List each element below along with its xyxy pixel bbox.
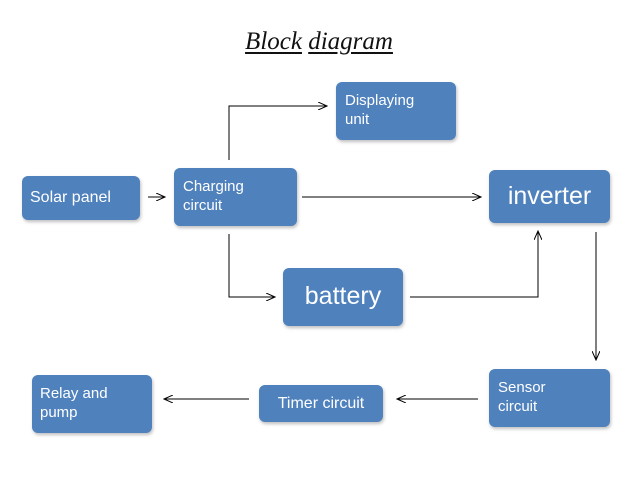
solar-panel-block: Solar panel [22,176,140,220]
battery-label: battery [304,282,382,311]
displaying-unit-label: Displaying unit [345,92,415,128]
arrow-battery-to-inverter [410,231,538,298]
sensor-circuit-label: Sensor circuit [498,379,546,415]
solar-panel-label: Solar panel [30,189,111,206]
arrow-charging-to-display [228,106,327,160]
sensor-circuit-block: Sensor circuit [489,369,610,427]
displaying-unit-block: Displaying unit [336,82,456,140]
timer-circuit-label: Timer circuit [277,394,365,412]
charging-circuit-label: Charging circuit [183,178,244,214]
inverter-label: inverter [507,181,592,210]
timer-circuit-block: Timer circuit [259,385,383,422]
title-word-block: Block [245,28,302,55]
inverter-block: inverter [489,170,610,223]
relay-pump-label: Relay and pump [40,385,108,421]
diagram-title: Block diagram [0,28,638,56]
arrow-charging-to-battery [228,234,275,297]
battery-block: battery [283,268,403,326]
relay-pump-block: Relay and pump [32,375,152,433]
title-word-diagram: diagram [308,28,393,55]
charging-circuit-block: Charging circuit [174,168,297,226]
